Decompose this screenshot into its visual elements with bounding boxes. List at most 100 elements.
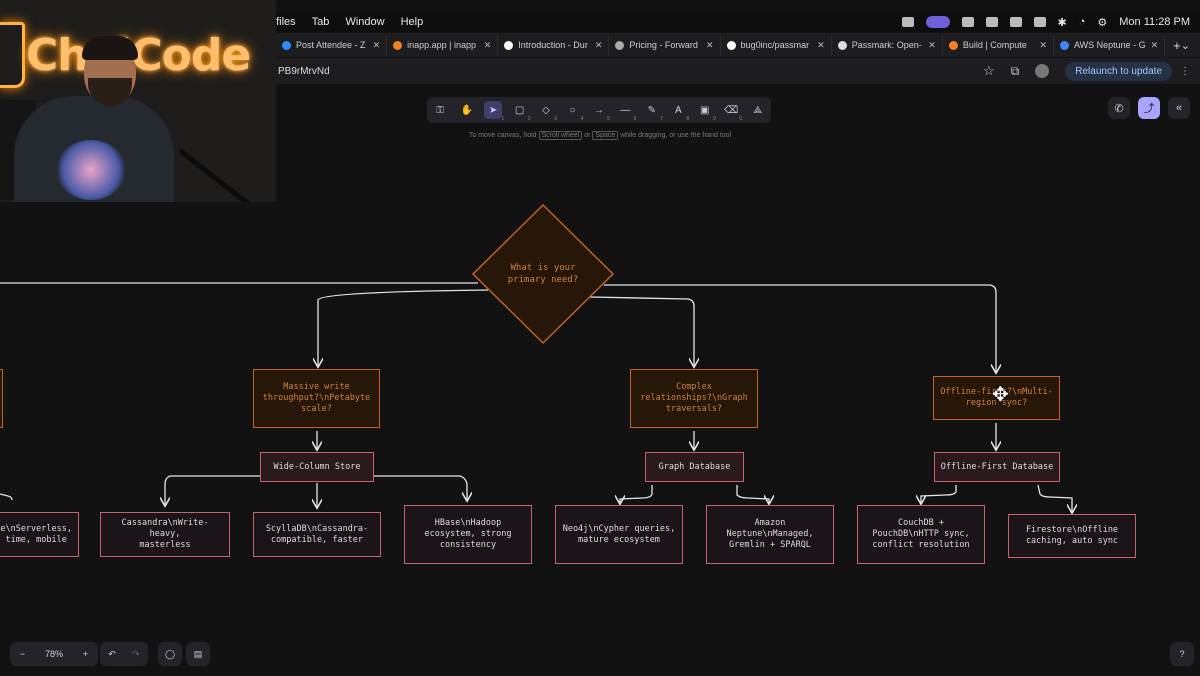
connector [165, 475, 260, 505]
new-tab-button[interactable]: + [1173, 37, 1181, 53]
tab-label: Passmark: Open- [851, 40, 922, 50]
status-icon[interactable] [961, 17, 974, 27]
leaf-node[interactable]: Firestore\nOffline caching, auto sync [1008, 514, 1136, 558]
pencil-icon[interactable]: ✎7 [647, 104, 663, 123]
clock[interactable]: Mon 11:28 PM [1119, 16, 1190, 28]
hint-key: Space [592, 131, 619, 140]
arrow-icon[interactable]: →5 [593, 104, 610, 123]
eraser-icon[interactable]: ⌫0 [724, 104, 743, 123]
status-icon[interactable] [1009, 17, 1022, 27]
image-icon[interactable]: ▣9 [700, 104, 716, 123]
sidebar-toggle-icon[interactable]: « [1168, 97, 1190, 119]
close-tab-icon[interactable]: ✕ [817, 39, 825, 50]
control-center-icon[interactable]: ⚙ [1097, 16, 1108, 29]
connector [374, 475, 467, 500]
leaf-node[interactable]: Cassandra\nWrite-heavy, masterless [100, 512, 230, 557]
question-node[interactable] [0, 369, 3, 428]
browser-tab[interactable]: bug0inc/passmar ✕ [721, 34, 832, 56]
profile-avatar[interactable] [1035, 64, 1050, 78]
extensions-icon[interactable]: ⧉ [1010, 63, 1020, 78]
lock-icon[interactable]: ⚿ [436, 104, 445, 116]
browser-tab[interactable]: AWS Neptune - G ✕ [1054, 34, 1166, 56]
status-icon[interactable] [985, 17, 998, 27]
node-text: HBase\nHadoop ecosystem, strong consiste… [424, 518, 512, 550]
line-icon[interactable]: —6 [620, 104, 637, 123]
passmark-icon [837, 40, 847, 50]
url-field[interactable]: PB9rMrvNd [278, 65, 330, 77]
zoom-in-button[interactable]: + [82, 649, 89, 659]
selection-arrow-icon[interactable]: ➤1 [484, 101, 504, 122]
close-tab-icon[interactable]: ✕ [594, 39, 603, 50]
cup-logo-icon [0, 22, 25, 88]
zoom-level[interactable]: 78% [44, 649, 63, 659]
type-node[interactable]: Wide-Column Store [260, 452, 374, 482]
bookmark-star-icon[interactable]: ☆ [983, 63, 995, 78]
relaunch-button[interactable]: Relaunch to update [1065, 61, 1172, 81]
undo-icon[interactable]: ↶ [108, 648, 116, 659]
battery-icon[interactable] [1033, 17, 1046, 27]
screen-share-icon[interactable] [925, 16, 950, 28]
tab-search-icon[interactable]: ⌄ [1180, 39, 1190, 52]
node-text: Offline-First Database [940, 461, 1054, 472]
close-tab-icon[interactable]: ✕ [1150, 39, 1159, 50]
leaf-node[interactable]: CouchDB + PouchDB\nHTTP sync, conflict r… [857, 505, 985, 564]
node-text: Wide-Column Store [273, 461, 361, 472]
question-node[interactable]: Massive write throughput?\nPetabyte scal… [253, 369, 380, 428]
diamond-icon[interactable]: ◇3 [542, 104, 558, 123]
help-icon[interactable]: ? [1170, 642, 1194, 666]
menu-profiles[interactable]: ofiles [270, 16, 296, 28]
share-button[interactable]: ⤴ [1138, 97, 1160, 119]
leaf-node[interactable]: ScyllaDB\nCassandra- compatible, faster [253, 512, 381, 557]
diamond-label[interactable]: What is your primary need? [483, 262, 603, 286]
close-tab-icon[interactable]: ✕ [483, 39, 492, 50]
comment-icon[interactable]: ◯ [158, 642, 182, 666]
browser-tab[interactable]: inapp.app | inapp ✕ [387, 34, 499, 56]
browser-tab[interactable]: Build | Compute ✕ [943, 34, 1054, 56]
type-node[interactable]: Offline-First Database [934, 452, 1060, 482]
diamond-text: What is your primary need? [507, 263, 579, 285]
node-text: Graph Database [658, 461, 731, 472]
menu-kebab-icon[interactable]: ⋮ [1180, 65, 1190, 77]
browser-tab[interactable]: Post Attendee - Z ✕ [276, 34, 388, 56]
browser-tab[interactable]: Passmark: Open- ✕ [832, 34, 943, 56]
leaf-node[interactable]: Neo4j\nCypher queries, mature ecosystem [555, 505, 683, 564]
menu-tab[interactable]: Tab [311, 16, 330, 28]
bluetooth-icon[interactable]: ✱ [1057, 16, 1067, 29]
shirt-graphic [56, 140, 126, 200]
cloud-icon [393, 40, 403, 50]
library-icon[interactable]: ▤ [186, 642, 210, 666]
leaf-node[interactable]: e\nServerless, time, mobile [0, 512, 79, 557]
browser-tab[interactable]: Introduction - Dur ✕ [498, 34, 610, 56]
hand-icon[interactable]: ✋ [460, 104, 473, 116]
connector [620, 485, 653, 503]
close-tab-icon[interactable]: ✕ [706, 39, 714, 50]
redo-icon[interactable]: ↷ [132, 648, 140, 659]
close-tab-icon[interactable]: ✕ [372, 39, 381, 50]
zoom-out-button[interactable]: − [19, 649, 26, 659]
rectangle-icon[interactable]: ▢2 [514, 104, 531, 123]
question-node[interactable]: Complex relationships?\nGraph traversals… [630, 369, 758, 428]
browser-tab[interactable]: Pricing - Forward ✕ [609, 34, 721, 56]
live-collab-icon[interactable]: ✆ [1108, 97, 1130, 119]
menu-window[interactable]: Window [345, 16, 385, 28]
question-node[interactable]: Offline-first?\nMulti- region sync? [933, 376, 1060, 420]
connector [921, 485, 957, 503]
ellipse-icon[interactable]: ○4 [569, 104, 584, 123]
type-node[interactable]: Graph Database [645, 452, 744, 482]
status-icon[interactable] [901, 17, 914, 27]
close-tab-icon[interactable]: ✕ [928, 39, 936, 50]
node-text: Neo4j\nCypher queries, mature ecosystem [562, 523, 676, 545]
node-text: Cassandra\nWrite-heavy, masterless [121, 518, 209, 550]
cloud-icon [948, 40, 958, 50]
node-text: CouchDB + PouchDB\nHTTP sync, conflict r… [872, 518, 970, 550]
leaf-node[interactable]: Amazon Neptune\nManaged, Gremlin + SPARQ… [706, 505, 834, 564]
canvas-hint: To move canvas, hold Scroll wheel or Spa… [0, 131, 1200, 140]
wifi-icon[interactable]: ◔ [1078, 16, 1086, 28]
menu-help[interactable]: Help [400, 16, 424, 28]
extra-tools-icon[interactable]: ⟁ [753, 104, 763, 116]
leaf-node[interactable]: HBase\nHadoop ecosystem, strong consiste… [404, 505, 532, 564]
close-tab-icon[interactable]: ✕ [1039, 39, 1047, 50]
history-controls: ↶ ↷ [100, 642, 148, 666]
connector [0, 493, 13, 501]
